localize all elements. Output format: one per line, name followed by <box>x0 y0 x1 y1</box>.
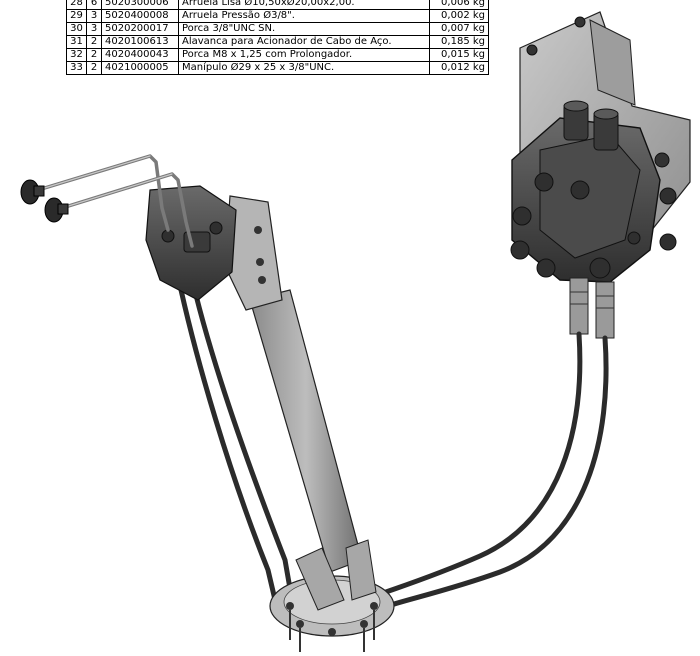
lever-knob <box>20 179 45 205</box>
table-row: 33 2 4021000005 Manípulo Ø29 x 25 x 3/8"… <box>66 61 489 75</box>
table-row: 30 3 5020200017 Porca 3/8"UNC SN. 0,007 … <box>66 22 489 36</box>
part-code: 4021000005 <box>101 61 179 75</box>
valve-block <box>510 100 677 339</box>
part-description: Manípulo Ø29 x 25 x 3/8"UNC. <box>178 61 430 75</box>
table-row: 32 2 4020400043 Porca M8 x 1,25 com Prol… <box>66 48 489 62</box>
part-weight: 0,012 kg <box>429 61 489 75</box>
base-flange <box>269 539 395 652</box>
table-row: 31 2 4020100613 Alavanca para Acionador … <box>66 35 489 49</box>
parts-list-table: 28 6 5020300006 Arruela Lisa Ø10,50xØ20,… <box>66 0 489 75</box>
control-levers <box>36 154 194 248</box>
control-cables <box>172 259 609 609</box>
quantity: 2 <box>86 61 102 75</box>
lever-knob <box>44 197 69 223</box>
